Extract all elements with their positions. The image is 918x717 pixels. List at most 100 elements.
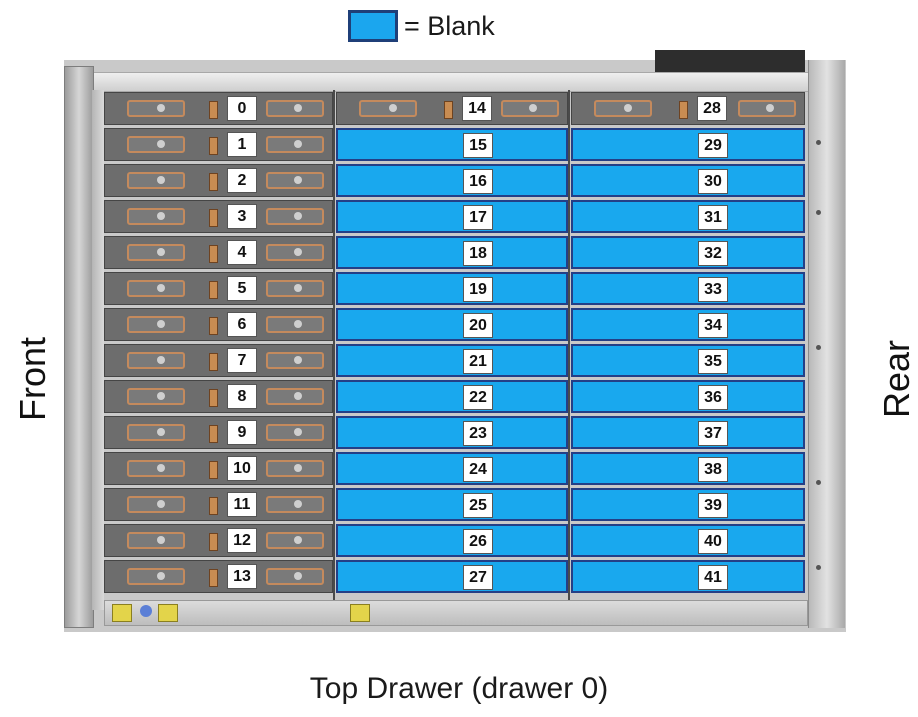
slot-number: 2 — [227, 168, 257, 193]
drive-tray-handle — [127, 208, 185, 225]
warning-label-icon — [350, 604, 370, 622]
slot-number: 30 — [698, 169, 728, 194]
drive-tray-handle — [127, 460, 185, 477]
drive-release-knob — [157, 572, 165, 580]
drive-release-knob — [294, 428, 302, 436]
chassis-rear-bracket — [655, 50, 805, 72]
drive-tray-handle — [127, 424, 185, 441]
disk-slot: 13 — [104, 560, 333, 593]
slot-number: 29 — [698, 133, 728, 158]
slot-number: 36 — [698, 385, 728, 410]
blank-slot: 38 — [571, 452, 805, 485]
blank-slot: 15 — [336, 128, 568, 161]
rail-screw — [816, 480, 821, 485]
blank-slot: 27 — [336, 560, 568, 593]
drive-tray-handle — [127, 532, 185, 549]
drive-release-knob — [529, 104, 537, 112]
slot-number: 12 — [227, 528, 257, 553]
legend-text: = Blank — [404, 11, 495, 42]
drive-tray-handle — [127, 172, 185, 189]
column-divider — [333, 90, 335, 600]
indicator-icon — [140, 605, 152, 617]
drive-led-icon — [209, 569, 218, 587]
front-handle — [64, 66, 94, 628]
disk-slot: 9 — [104, 416, 333, 449]
drive-led-icon — [209, 353, 218, 371]
drive-led-icon — [679, 101, 688, 119]
rail-screw — [816, 565, 821, 570]
drawer-bottom-panel — [104, 600, 808, 626]
rail-screw — [816, 345, 821, 350]
legend: = Blank — [348, 8, 495, 44]
slot-number: 24 — [463, 457, 493, 482]
slot-number: 6 — [227, 312, 257, 337]
disk-slot: 10 — [104, 452, 333, 485]
blank-slot: 18 — [336, 236, 568, 269]
blank-slot: 41 — [571, 560, 805, 593]
slot-number: 34 — [698, 313, 728, 338]
drive-led-icon — [209, 461, 218, 479]
drive-release-knob — [294, 356, 302, 364]
blank-slot: 33 — [571, 272, 805, 305]
disk-slot: 4 — [104, 236, 333, 269]
slot-number: 38 — [698, 457, 728, 482]
legend-blank-swatch — [348, 10, 398, 42]
drive-release-knob — [157, 176, 165, 184]
disk-slot: 3 — [104, 200, 333, 233]
drive-tray-handle — [127, 244, 185, 261]
blank-slot: 20 — [336, 308, 568, 341]
drive-release-knob — [157, 248, 165, 256]
drive-release-knob — [294, 320, 302, 328]
drive-release-knob — [766, 104, 774, 112]
disk-slot: 7 — [104, 344, 333, 377]
slot-number: 19 — [463, 277, 493, 302]
drive-tray-handle — [127, 316, 185, 333]
slot-number: 10 — [227, 456, 257, 481]
blank-slot: 39 — [571, 488, 805, 521]
slot-number: 35 — [698, 349, 728, 374]
drive-release-knob — [157, 104, 165, 112]
disk-slot: 11 — [104, 488, 333, 521]
slot-number: 31 — [698, 205, 728, 230]
slot-number: 40 — [698, 529, 728, 554]
drive-release-knob — [157, 284, 165, 292]
blank-slot: 22 — [336, 380, 568, 413]
slot-number: 26 — [463, 529, 493, 554]
column-divider — [568, 90, 570, 600]
slot-number: 5 — [227, 276, 257, 301]
drive-led-icon — [209, 137, 218, 155]
drive-release-knob — [157, 140, 165, 148]
blank-slot: 37 — [571, 416, 805, 449]
slot-number: 8 — [227, 384, 257, 409]
drive-release-knob — [157, 392, 165, 400]
drive-release-knob — [294, 176, 302, 184]
drive-tray-handle — [127, 136, 185, 153]
slot-number: 14 — [462, 96, 492, 121]
slot-number: 33 — [698, 277, 728, 302]
drive-tray-handle — [127, 100, 185, 117]
chassis-top-rail — [90, 72, 812, 92]
slot-number: 18 — [463, 241, 493, 266]
disk-slot: 6 — [104, 308, 333, 341]
drive-tray-handle — [127, 352, 185, 369]
slot-number: 25 — [463, 493, 493, 518]
drive-release-knob — [294, 464, 302, 472]
blank-slot: 34 — [571, 308, 805, 341]
drive-led-icon — [209, 245, 218, 263]
blank-slot: 36 — [571, 380, 805, 413]
slot-number: 7 — [227, 348, 257, 373]
rear-label: Rear — [876, 324, 918, 434]
drive-led-icon — [209, 281, 218, 299]
slot-number: 23 — [463, 421, 493, 446]
rail-screw — [816, 140, 821, 145]
drive-led-icon — [209, 497, 218, 515]
drive-tray-handle — [127, 388, 185, 405]
slot-number: 1 — [227, 132, 257, 157]
warning-label-icon — [112, 604, 132, 622]
blank-slot: 32 — [571, 236, 805, 269]
drive-release-knob — [157, 428, 165, 436]
drive-release-knob — [294, 392, 302, 400]
drive-release-knob — [294, 212, 302, 220]
drive-release-knob — [389, 104, 397, 112]
slot-number: 13 — [227, 564, 257, 589]
